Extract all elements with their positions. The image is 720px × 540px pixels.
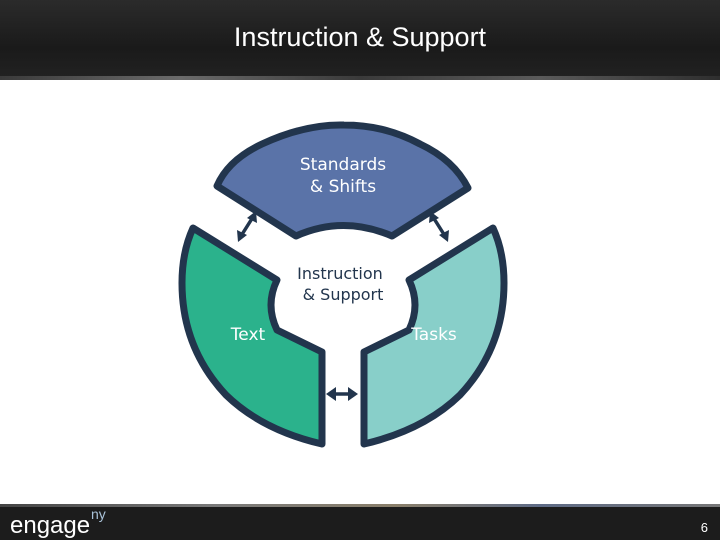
segment-standards-shifts xyxy=(213,121,472,240)
slide-content: Standards & Shifts Instruction & Support… xyxy=(0,84,720,504)
label-support: & Support xyxy=(303,285,384,304)
slide-footer: engage ny 6 xyxy=(0,504,720,540)
label-tasks: Tasks xyxy=(410,325,457,345)
slide-title: Instruction & Support xyxy=(233,22,487,52)
slide-header: Instruction & Support xyxy=(0,0,720,80)
label-standards: Standards xyxy=(300,155,386,175)
arrow-top-right-icon xyxy=(429,211,449,242)
instruction-support-diagram: Standards & Shifts Instruction & Support… xyxy=(178,121,508,448)
segment-text xyxy=(178,224,326,448)
arrow-top-left-icon xyxy=(237,211,257,242)
label-instruction: Instruction xyxy=(297,264,383,283)
label-shifts: & Shifts xyxy=(310,177,376,197)
engageny-logo-superscript: ny xyxy=(91,506,106,522)
arrow-bottom-icon xyxy=(326,387,358,401)
segment-tasks xyxy=(360,224,508,448)
label-text: Text xyxy=(230,325,266,345)
engageny-logo: engage xyxy=(10,512,91,539)
page-number: 6 xyxy=(700,520,708,535)
